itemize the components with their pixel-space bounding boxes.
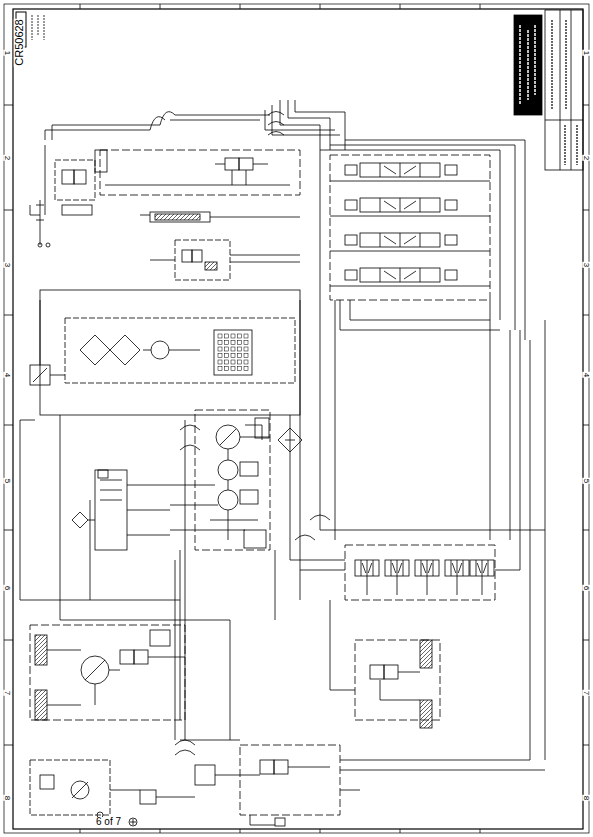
brake-valves [30,740,360,826]
outer-frame [4,4,589,833]
sheet-symbol [130,819,136,825]
notes [32,15,44,40]
tank [72,470,215,600]
grid-reference: 4 [582,372,590,378]
grid-reference: 2 [582,155,590,161]
grid-ticks [4,4,589,833]
valve-group [30,145,107,247]
drawing-number: CR50628 [14,18,25,66]
grid-reference: 1 [582,50,590,56]
title-block [514,10,583,170]
grid-reference: 5 [582,478,590,484]
sheet-number: 6 of 7 [95,817,122,827]
drive-motor [330,600,440,728]
grid-reference: 5 [3,478,11,484]
pressure-lines [20,300,545,770]
pump-group [170,410,302,550]
power-unit [30,290,300,415]
grid-reference: 3 [3,262,11,268]
sheet-symbol [129,818,137,826]
grid-reference: 4 [3,372,11,378]
grid-reference: 3 [582,262,590,268]
cylinder [140,212,300,280]
inner-frame [13,9,583,829]
grid-reference: 8 [582,795,590,801]
valve-bank [300,330,520,600]
valve-group [100,150,300,195]
grid-reference: 8 [3,795,11,801]
grid-reference: 6 [3,585,11,591]
grid-reference: 2 [3,155,11,161]
valve-bank [320,150,510,540]
hose-lines [45,100,525,340]
drive-motor [30,625,185,720]
grid-reference: 7 [582,690,590,696]
grid-reference: 1 [3,50,11,56]
grid-reference: 7 [3,690,11,696]
grid-reference: 6 [582,585,590,591]
